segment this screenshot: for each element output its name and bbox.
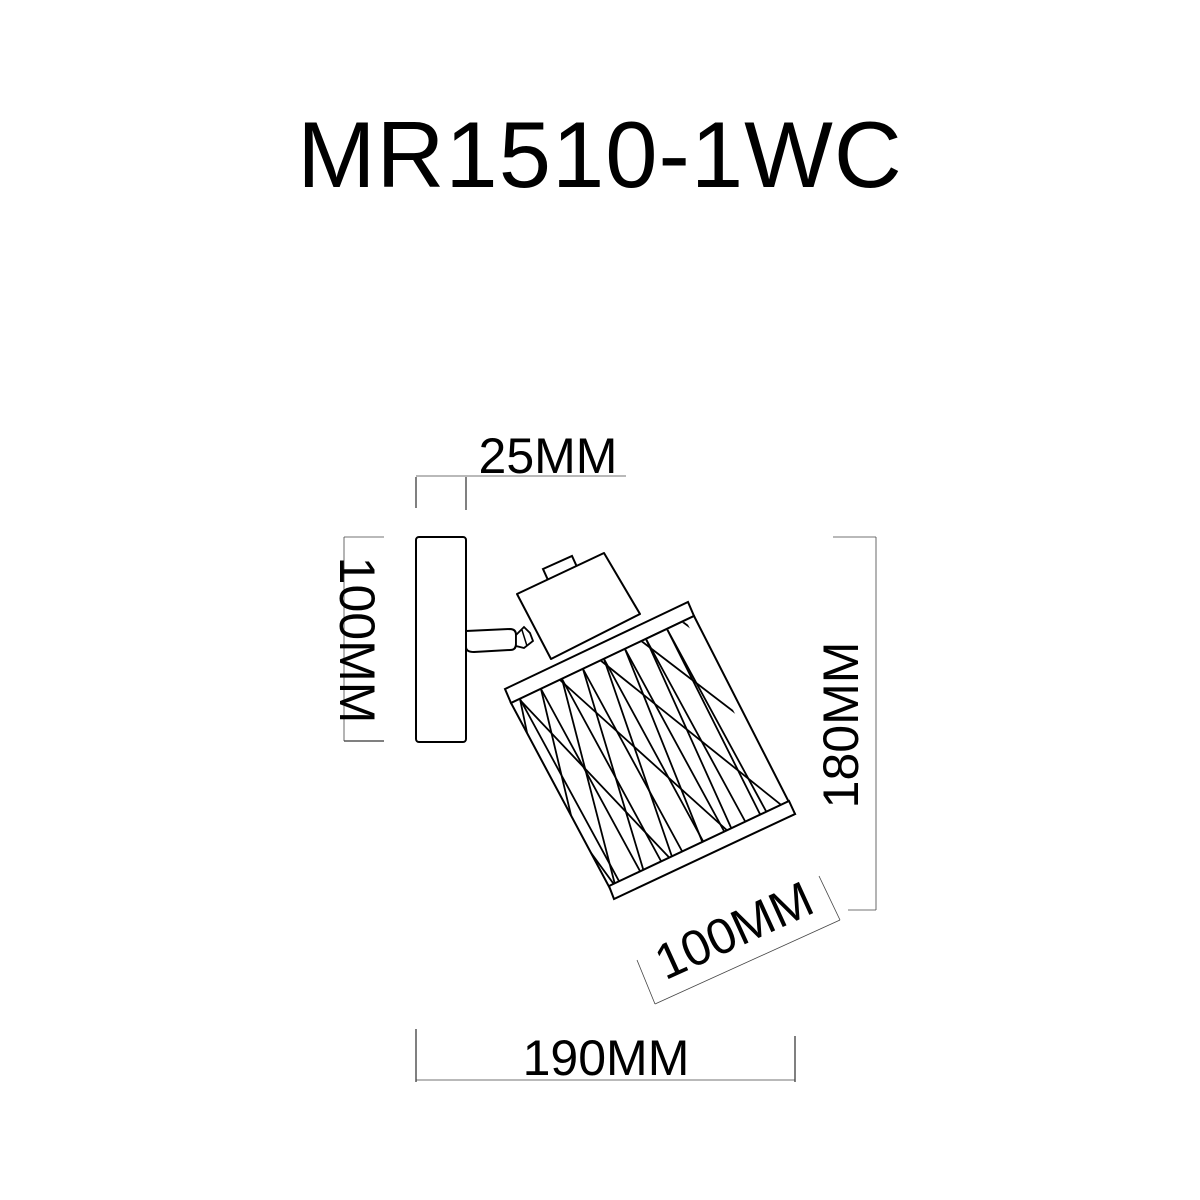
- dimension-shade-diameter: 100MM: [636, 870, 841, 1005]
- wall-plate: [415, 536, 467, 743]
- shade-bottom-ring: [607, 799, 797, 901]
- dim-label-180mm: 180MM: [813, 642, 869, 809]
- shade-body: [509, 614, 797, 898]
- dimension-total-width: 190MM: [415, 1029, 796, 1086]
- socket-housing: [516, 552, 641, 660]
- dimension-plate-height: 100MM: [329, 536, 385, 742]
- dimension-plate-depth: 25MM: [415, 428, 626, 510]
- dimension-total-height: 180MM: [813, 536, 877, 911]
- dim-label-190mm: 190MM: [523, 1030, 690, 1086]
- dim-label-25mm: 25MM: [479, 428, 618, 484]
- dim-label-100mm-plate: 100MM: [329, 557, 385, 724]
- lamp-arm: [465, 625, 535, 654]
- model-title: MR1510-1WC: [297, 102, 903, 207]
- dim-label-100mm-shade: 100MM: [646, 870, 821, 990]
